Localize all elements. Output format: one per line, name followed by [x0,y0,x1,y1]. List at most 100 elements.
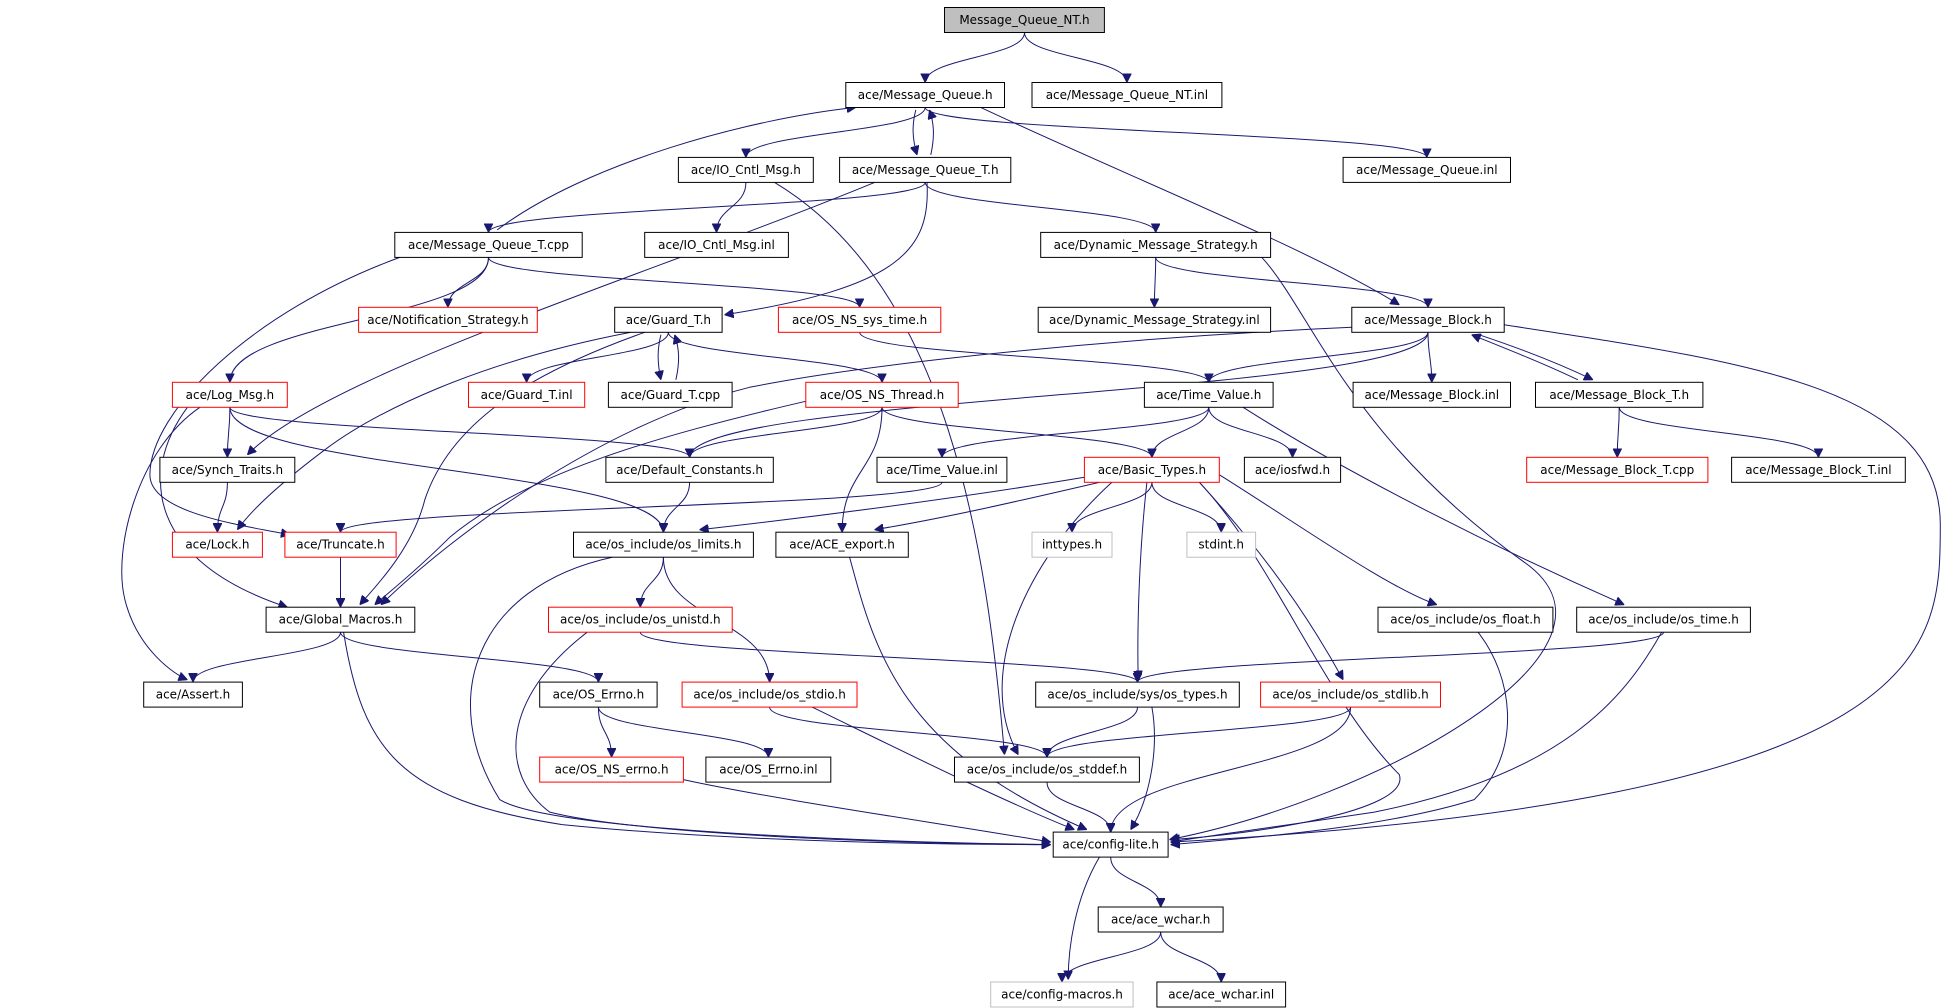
node-box [1576,606,1751,633]
node-label: ace/os_include/os_float.h [1390,613,1540,627]
node-label: ace/Message_Block_T.inl [1745,463,1891,477]
node-osthread[interactable]: ace/OS_NS_Thread.h [805,381,959,408]
node-truncate[interactable]: ace/Truncate.h [284,531,397,558]
node-label: ace/Message_Queue.h [858,88,993,102]
edge-mq-to-mqinl [924,106,1427,158]
node-oslimits[interactable]: ace/os_include/os_limits.h [573,531,754,558]
edge-basic-to-osfloat [1219,474,1436,605]
node-box [539,681,658,708]
node-mqtcpp[interactable]: ace/Message_Queue_T.cpp [394,231,583,258]
node-aceexport[interactable]: ace/ACE_export.h [775,531,909,558]
node-mqntinl[interactable]: ace/Message_Queue_NT.inl [1031,82,1223,108]
edge-basic-to-configlite [1171,481,1401,839]
node-osfloat[interactable]: ace/os_include/os_float.h [1377,606,1554,633]
node-mbtcpp[interactable]: ace/Message_Block_T.cpp [1526,456,1709,483]
edge-basic-to-stdint [1151,482,1221,533]
edge-mq-to-mqt [913,109,917,155]
node-timevalue[interactable]: ace/Time_Value.h [1143,381,1274,408]
node-box [1052,831,1169,858]
node-label: ace/os_include/os_limits.h [585,538,741,552]
node-notif[interactable]: ace/Notification_Strategy.h [358,306,538,333]
edge-osstdio-to-osstddef [769,706,1047,758]
node-label: ace/os_include/os_unistd.h [560,613,721,627]
node-osstdio[interactable]: ace/os_include/os_stdio.h [681,681,858,708]
edge-osstddef-to-configlite [1046,782,1111,833]
node-logmsg[interactable]: ace/Log_Msg.h [171,381,288,408]
node-label: ace/iosfwd.h [1255,463,1330,477]
node-dms[interactable]: ace/Dynamic_Message_Strategy.h [1040,231,1272,258]
node-box [1097,906,1224,933]
node-ostime[interactable]: ace/OS_NS_sys_time.h [777,306,942,333]
edge-synch-to-lock [217,482,228,532]
node-root[interactable]: Message_Queue_NT.h [944,7,1105,33]
node-configmacros[interactable]: ace/config-macros.h [990,981,1134,1008]
node-label: ace/os_include/os_time.h [1588,613,1739,627]
edge-mbt-to-mbtinl [1618,407,1818,458]
node-mbt[interactable]: ace/Message_Block_T.h [1535,381,1704,408]
node-mqinl[interactable]: ace/Message_Queue.inl [1342,156,1511,183]
node-box [1260,681,1441,708]
node-box [573,531,754,558]
node-mq[interactable]: ace/Message_Queue.h [845,82,1005,108]
node-label: ace/Notification_Strategy.h [367,313,528,327]
node-box [944,7,1105,33]
edge-globalmacros-to-configlite [343,632,1051,844]
node-label: ace/os_include/os_stdio.h [693,688,846,702]
node-ostimeh[interactable]: ace/os_include/os_time.h [1576,606,1751,633]
node-box [805,381,959,408]
node-mbtinl[interactable]: ace/Message_Block_T.inl [1731,456,1906,483]
node-globalmacros[interactable]: ace/Global_Macros.h [265,606,416,633]
node-synch[interactable]: ace/Synch_Traits.h [159,456,296,483]
node-inttypes[interactable]: inttypes.h [1031,531,1113,558]
node-label: ace/os_include/os_stdlib.h [1272,688,1428,702]
node-ostypes[interactable]: ace/os_include/sys/os_types.h [1035,681,1240,708]
node-tvinl[interactable]: ace/Time_Value.inl [876,456,1008,483]
node-iosfwd[interactable]: ace/iosfwd.h [1243,456,1342,483]
node-osstddef[interactable]: ace/os_include/os_stddef.h [954,756,1140,783]
node-label: ace/Log_Msg.h [186,388,274,402]
node-oserrnoinl[interactable]: ace/OS_Errno.inl [705,756,832,783]
node-osunistd[interactable]: ace/os_include/os_unistd.h [548,606,733,633]
node-basic[interactable]: ace/Basic_Types.h [1083,456,1220,483]
edge-mq-to-iocntl [746,107,926,158]
node-mbinl[interactable]: ace/Message_Block.inl [1352,381,1511,408]
node-dmsinl[interactable]: ace/Dynamic_Message_Strategy.inl [1037,306,1272,333]
node-box [1156,981,1287,1008]
node-box [1731,456,1906,483]
node-guardinl[interactable]: ace/Guard_T.inl [468,381,586,408]
node-oserrno[interactable]: ace/OS_Errno.h [539,681,658,708]
node-lock[interactable]: ace/Lock.h [171,531,263,558]
edge-dms-to-configlite [1169,257,1556,839]
node-stdint[interactable]: stdint.h [1186,531,1257,558]
node-mqt[interactable]: ace/Message_Queue_T.h [839,156,1012,183]
node-guardt[interactable]: ace/Guard_T.h [614,306,723,333]
node-acewcharinl[interactable]: ace/ace_wchar.inl [1156,981,1287,1008]
node-label: ace/os_include/os_stddef.h [967,763,1127,777]
node-label: ace/OS_NS_sys_time.h [792,313,927,327]
node-mb[interactable]: ace/Message_Block.h [1351,306,1505,333]
edge-basic-to-inttypes [1072,482,1153,533]
edge-acewchar-to-configmacros [1062,931,1162,983]
node-iocntl[interactable]: ace/IO_Cntl_Msg.h [677,156,814,183]
edge-osunistd-to-configlite [515,631,1051,844]
node-osnserrno[interactable]: ace/OS_NS_errno.h [539,756,684,783]
node-box [265,606,416,633]
node-box [1342,156,1511,183]
node-osstdlib[interactable]: ace/os_include/os_stdlib.h [1260,681,1441,708]
edge-mb-to-mbinl [1428,332,1432,382]
node-acewchar[interactable]: ace/ace_wchar.h [1097,906,1224,933]
node-assert[interactable]: ace/Assert.h [143,681,243,708]
node-configlite[interactable]: ace/config-lite.h [1052,831,1169,858]
node-box [705,756,832,783]
node-label: ace/Basic_Types.h [1098,463,1206,477]
node-label: ace/Lock.h [185,538,249,552]
node-iocntlinl[interactable]: ace/IO_Cntl_Msg.inl [644,231,789,258]
node-defconst[interactable]: ace/Default_Constants.h [605,456,774,483]
edge-ostypes-to-osstddef [1047,707,1138,758]
node-guardcpp[interactable]: ace/Guard_T.cpp [607,381,733,408]
node-label: ace/Time_Value.h [1156,388,1261,402]
edge-timevalue-to-ostimeh [1242,406,1624,604]
node-label: ace/Message_Queue_NT.inl [1046,88,1208,102]
node-label: ace/Default_Constants.h [616,463,763,477]
